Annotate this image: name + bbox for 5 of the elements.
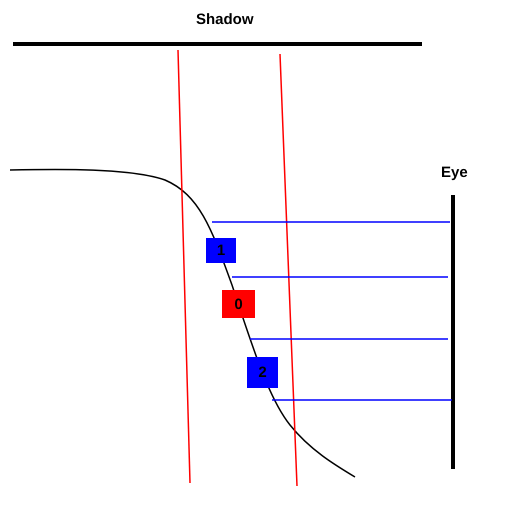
eye-label: Eye: [441, 164, 468, 181]
marker-square: 0: [222, 290, 255, 318]
shadow-label: Shadow: [196, 11, 254, 28]
marker-square: 2: [247, 357, 278, 388]
marker-square: 1: [206, 238, 236, 263]
